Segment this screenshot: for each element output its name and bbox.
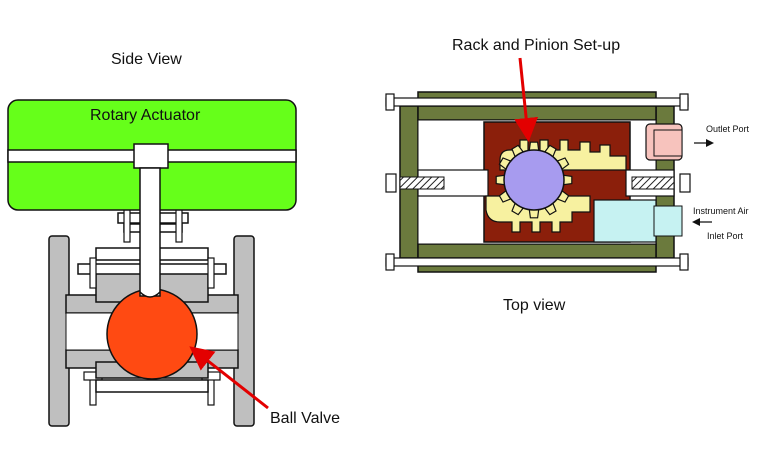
rotary-actuator-label: Rotary Actuator xyxy=(90,107,201,124)
top-view xyxy=(385,57,714,273)
stem-tip xyxy=(139,291,161,298)
ball-valve-label: Ball Valve xyxy=(270,410,340,427)
tie-rod-bottom xyxy=(385,257,689,267)
left-rod-seal xyxy=(399,176,445,190)
ball-valve-ball xyxy=(106,288,198,380)
pinion-gear xyxy=(495,141,573,219)
tie-rod-top-end-right xyxy=(679,93,689,111)
body-bottom-cap xyxy=(95,379,209,393)
valve-stem xyxy=(139,167,161,297)
tie-rod-bottom-end-left xyxy=(385,253,395,271)
outlet-port-fitting xyxy=(653,129,683,157)
coupling-bolt-right xyxy=(175,205,183,243)
side-view-title: Side View xyxy=(111,51,182,68)
inlet-port-chamber xyxy=(593,199,657,243)
right-rod-cap xyxy=(679,173,691,193)
bolt-right-top xyxy=(207,257,215,289)
coupling-bolt-left xyxy=(123,205,131,243)
frame-inner-bottom xyxy=(417,243,657,259)
top-view-title: Top view xyxy=(503,297,566,314)
inlet-port-fitting xyxy=(653,205,683,237)
tie-rod-top-end-left xyxy=(385,93,395,111)
pinion-core xyxy=(503,149,565,211)
ball-valve-arrow xyxy=(189,346,269,410)
left-piston-rod xyxy=(417,169,489,197)
tie-rod-top xyxy=(385,97,689,107)
inlet-label-line1: Instrument Air xyxy=(693,206,749,216)
right-rod-seal xyxy=(631,176,675,190)
left-rod-cap xyxy=(385,173,397,193)
actuator-hub xyxy=(133,143,169,169)
rack-pinion-label: Rack and Pinion Set-up xyxy=(452,37,621,54)
inlet-label-line2: Inlet Port xyxy=(707,231,744,241)
frame-inner-top xyxy=(417,105,657,121)
tie-rod-bottom-end-right xyxy=(679,253,689,271)
side-view xyxy=(7,99,297,427)
bolt-left-top xyxy=(89,257,97,289)
rack-pinion-arrow xyxy=(514,57,539,142)
outlet-port-label: Outlet Port xyxy=(706,124,750,134)
